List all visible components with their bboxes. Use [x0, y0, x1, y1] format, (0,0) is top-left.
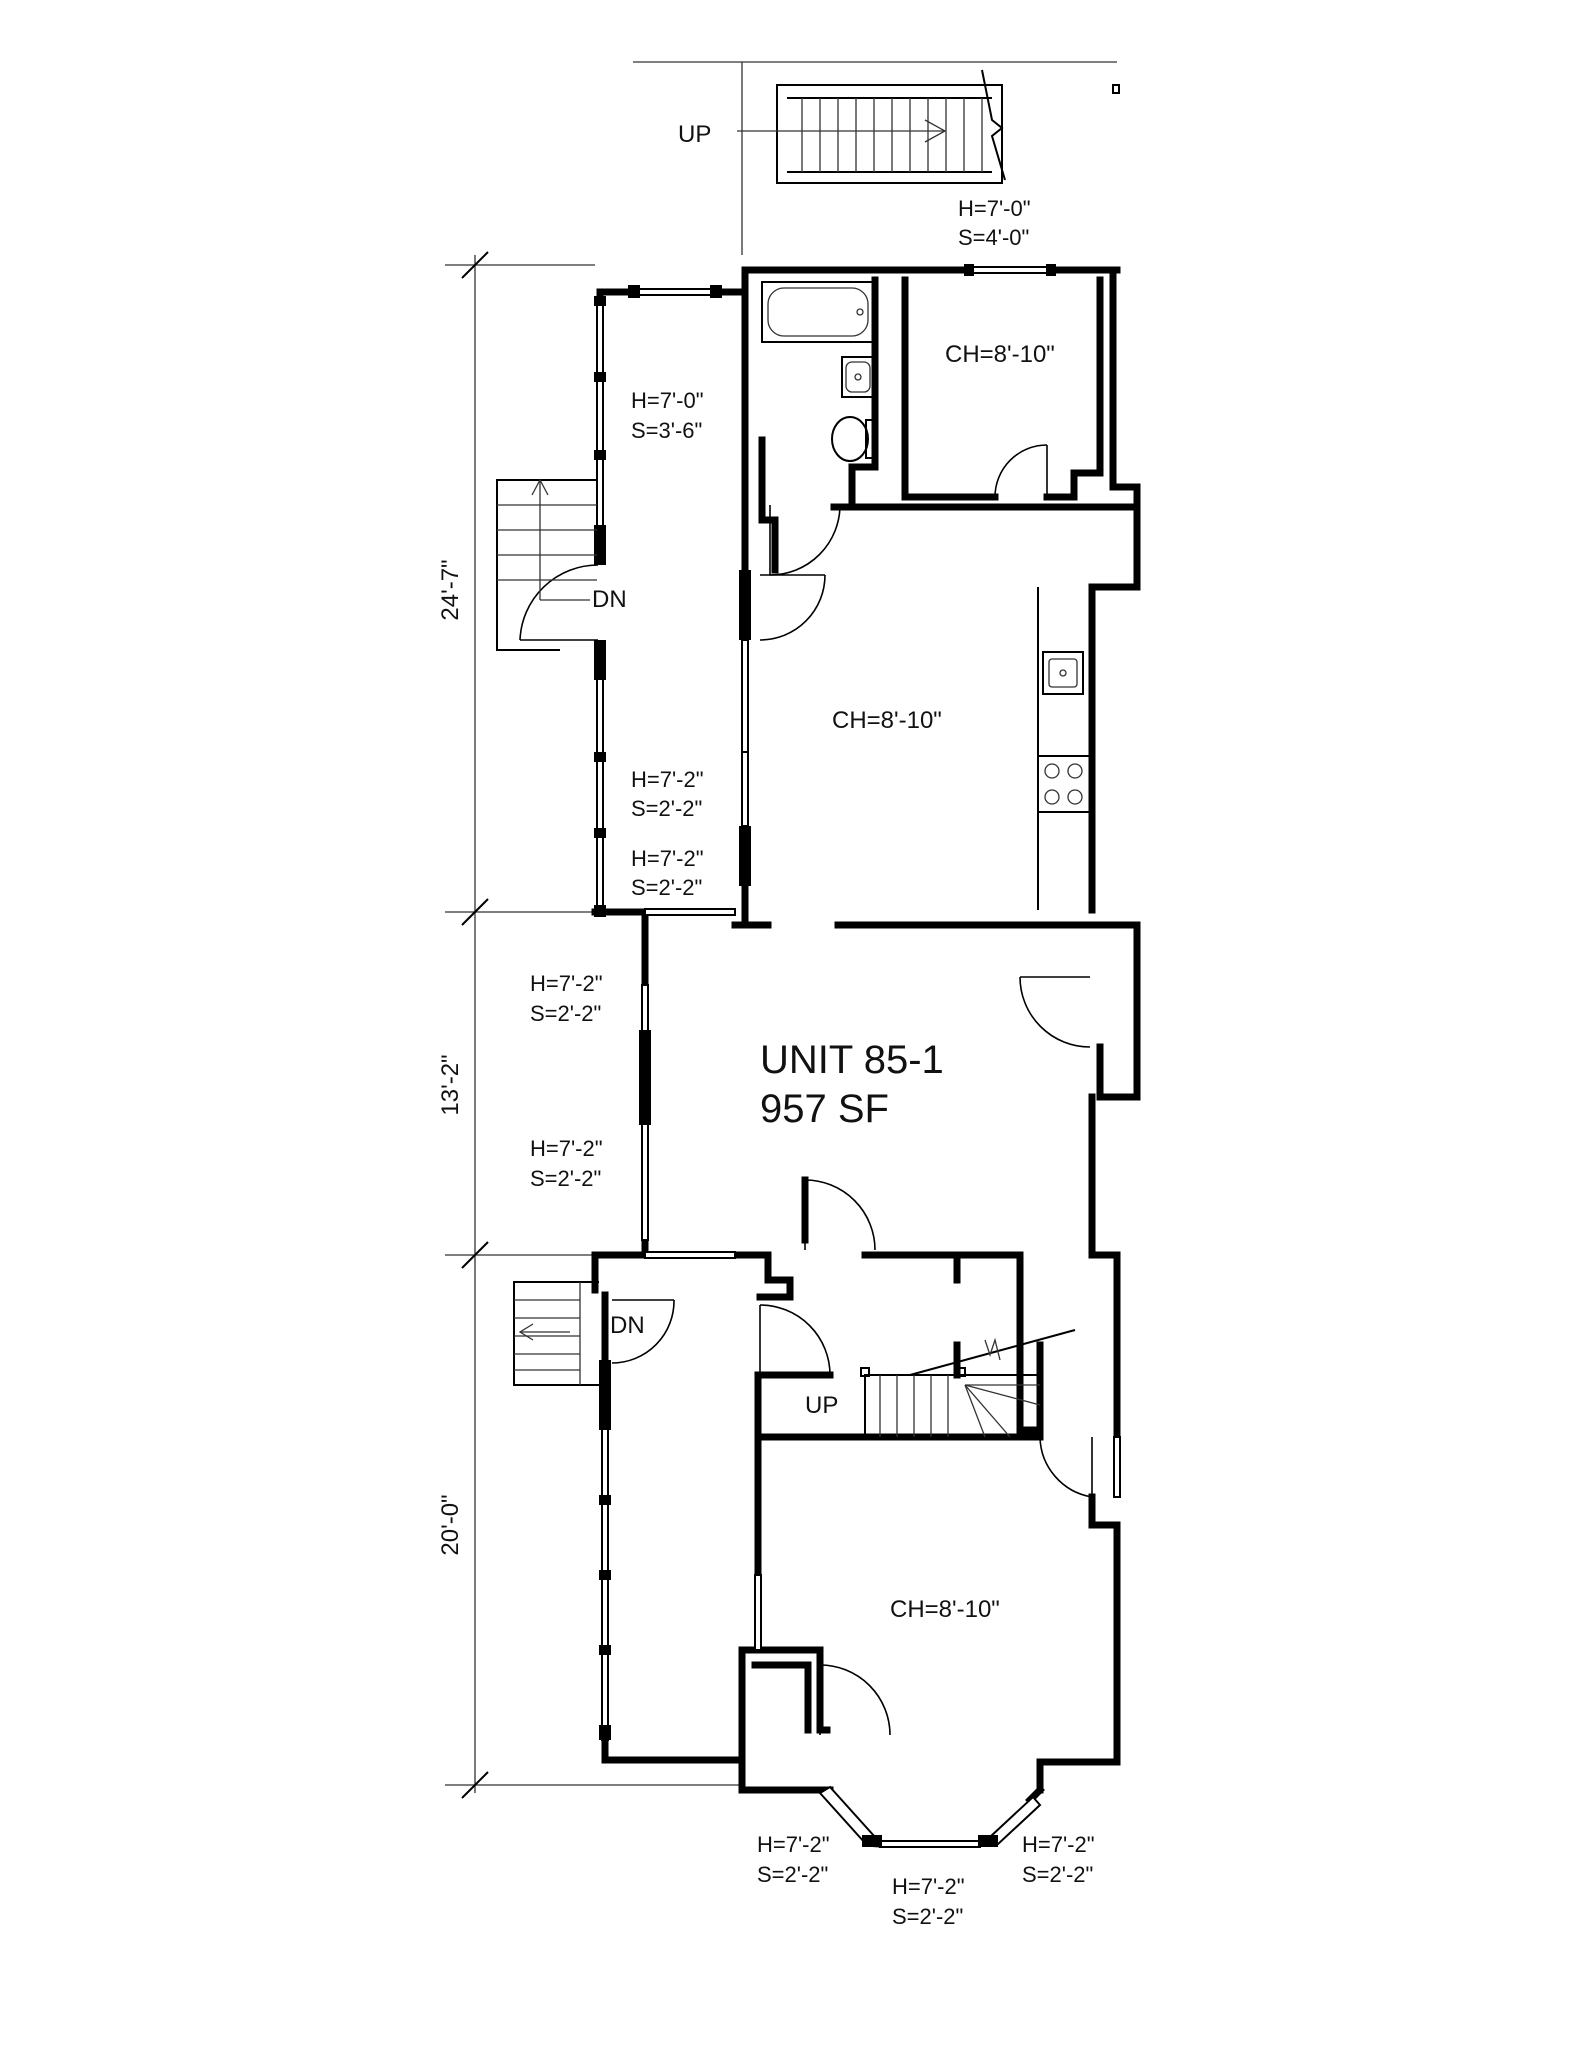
dimension-lines	[445, 251, 740, 1799]
living-lower-window-sill: S=2'-2"	[530, 1166, 601, 1191]
walls	[591, 266, 1141, 1805]
bay-right-window-sill: S=2'-2"	[1022, 1862, 1093, 1887]
porch-mid2-window-height: H=7'-2"	[631, 846, 704, 871]
side-stair-upper	[496, 478, 597, 651]
dimension-upper: 24'-7"	[437, 559, 464, 620]
living-lower-window-height: H=7'-2"	[530, 1136, 603, 1161]
doors	[519, 444, 1093, 1736]
unit-area: 957 SF	[760, 1087, 889, 1131]
kitchen-ceiling-height: CH=8'-10"	[832, 707, 942, 734]
bay-center-window-height: H=7'-2"	[892, 1874, 965, 1899]
stair-dn-label-upper: DN	[592, 586, 627, 613]
bay-right-window-height: H=7'-2"	[1022, 1832, 1095, 1857]
interior-stair	[860, 1329, 1076, 1438]
window-top-height: H=7'-0"	[958, 196, 1031, 221]
dimension-lower: 20'-0"	[437, 1494, 464, 1555]
porch-mid1-window-height: H=7'-2"	[631, 767, 704, 792]
side-stair-lower	[513, 1281, 599, 1386]
windows	[594, 264, 1121, 1848]
upper-fragment	[633, 61, 1120, 255]
stair-dn-label-lower: DN	[610, 1312, 645, 1339]
bedroom-ceiling-height: CH=8'-10"	[945, 341, 1055, 368]
unit-name: UNIT 85-1	[760, 1038, 944, 1082]
stair-up-label-interior: UP	[805, 1392, 838, 1419]
porch-upper-window-sill: S=3'-6"	[631, 418, 702, 443]
porch-upper-window-height: H=7'-0"	[631, 388, 704, 413]
porch-mid2-window-sill: S=2'-2"	[631, 875, 702, 900]
window-top-sill: S=4'-0"	[958, 225, 1029, 250]
stair-up-label-top: UP	[678, 121, 711, 148]
bay-left-window-height: H=7'-2"	[757, 1832, 830, 1857]
bathroom-fixtures	[761, 281, 876, 462]
dimension-middle: 13'-2"	[437, 1054, 464, 1115]
kitchen-fixtures	[1037, 587, 1093, 910]
living-upper-window-sill: S=2'-2"	[530, 1001, 601, 1026]
bay-center-window-sill: S=2'-2"	[892, 1904, 963, 1929]
living-upper-window-height: H=7'-2"	[530, 971, 603, 996]
bay-left-window-sill: S=2'-2"	[757, 1862, 828, 1887]
porch-mid1-window-sill: S=2'-2"	[631, 796, 702, 821]
front-room-ceiling-height: CH=8'-10"	[890, 1596, 1000, 1623]
